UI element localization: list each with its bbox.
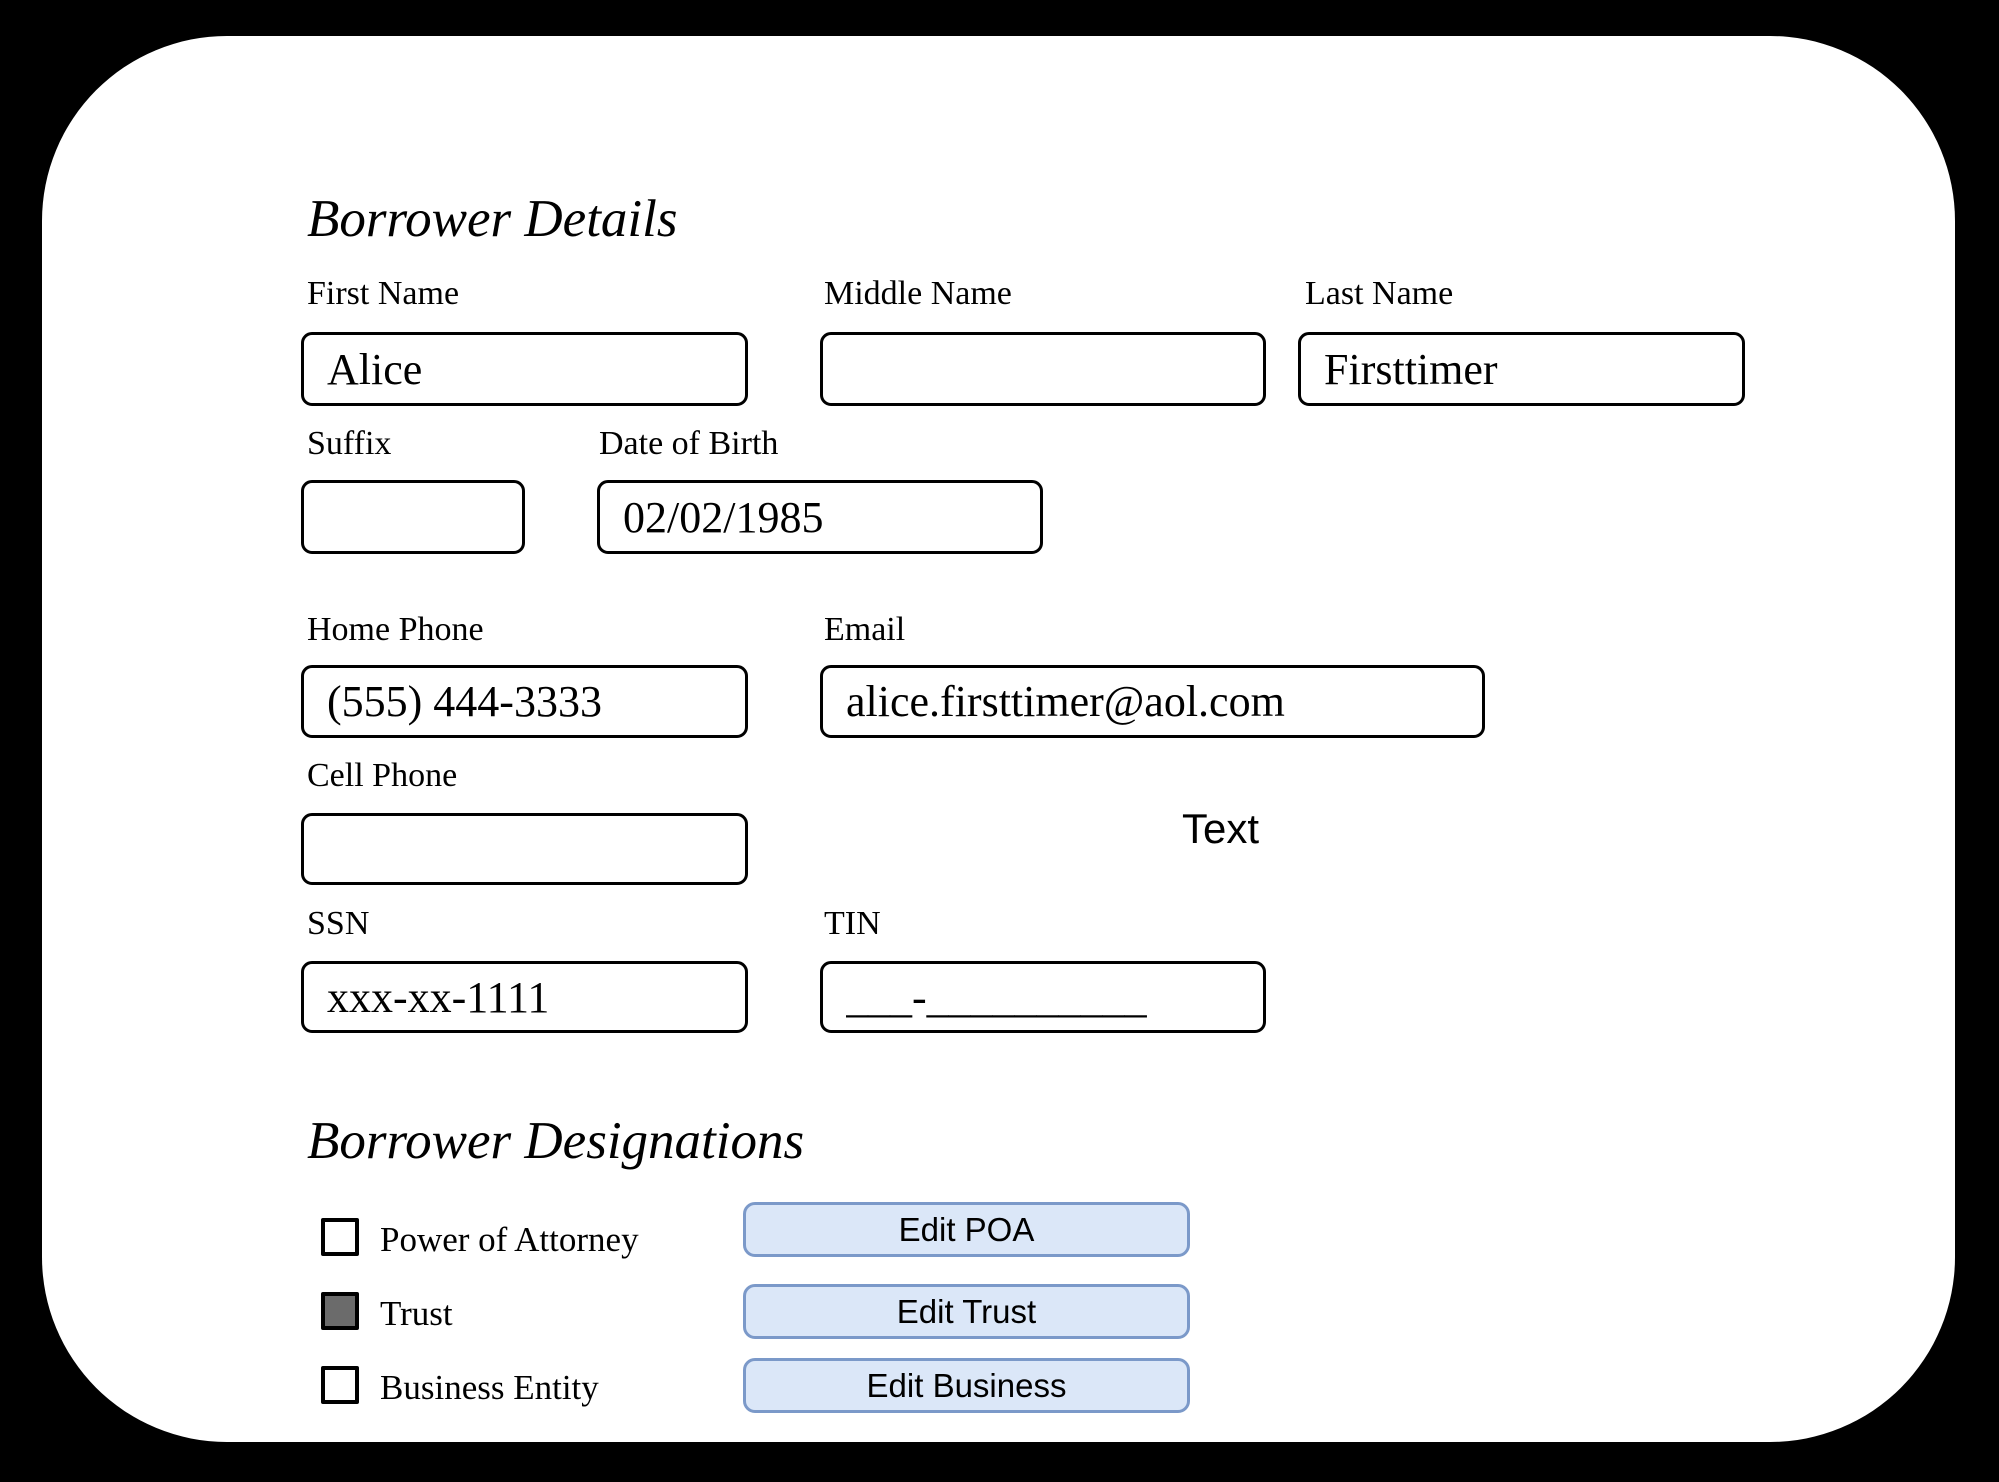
email-label: Email [824,611,906,648]
home-phone-input[interactable] [301,665,748,738]
first-name-label: First Name [307,275,460,312]
form-card: Borrower Details First Name Middle Name … [42,36,1955,1442]
power-of-attorney-checkbox[interactable] [321,1218,359,1256]
tin-label: TIN [824,905,881,942]
edit-business-button[interactable]: Edit Business [743,1358,1190,1413]
middle-name-label: Middle Name [824,275,1012,312]
first-name-input[interactable] [301,332,748,406]
home-phone-label: Home Phone [307,611,484,648]
business-entity-checkbox-label: Business Entity [380,1368,599,1407]
email-input[interactable] [820,665,1485,738]
ssn-input[interactable] [301,961,748,1033]
last-name-input[interactable] [1298,332,1745,406]
text-annotation: Text [1182,805,1260,852]
borrower-designations-title: Borrower Designations [307,1112,805,1170]
cell-phone-label: Cell Phone [307,757,458,794]
business-entity-checkbox[interactable] [321,1366,359,1404]
cell-phone-input[interactable] [301,813,748,885]
tin-input[interactable] [820,961,1266,1033]
last-name-label: Last Name [1305,275,1454,312]
power-of-attorney-checkbox-label: Power of Attorney [380,1220,639,1259]
borrower-details-title: Borrower Details [307,190,678,248]
edit-poa-button[interactable]: Edit POA [743,1202,1190,1257]
dob-label: Date of Birth [599,425,779,462]
edit-trust-button[interactable]: Edit Trust [743,1284,1190,1339]
middle-name-input[interactable] [820,332,1266,406]
suffix-label: Suffix [307,425,392,462]
dob-input[interactable] [597,480,1043,554]
trust-checkbox-label: Trust [380,1294,453,1333]
trust-checkbox[interactable] [321,1292,359,1330]
suffix-input[interactable] [301,480,525,554]
ssn-label: SSN [307,905,370,942]
